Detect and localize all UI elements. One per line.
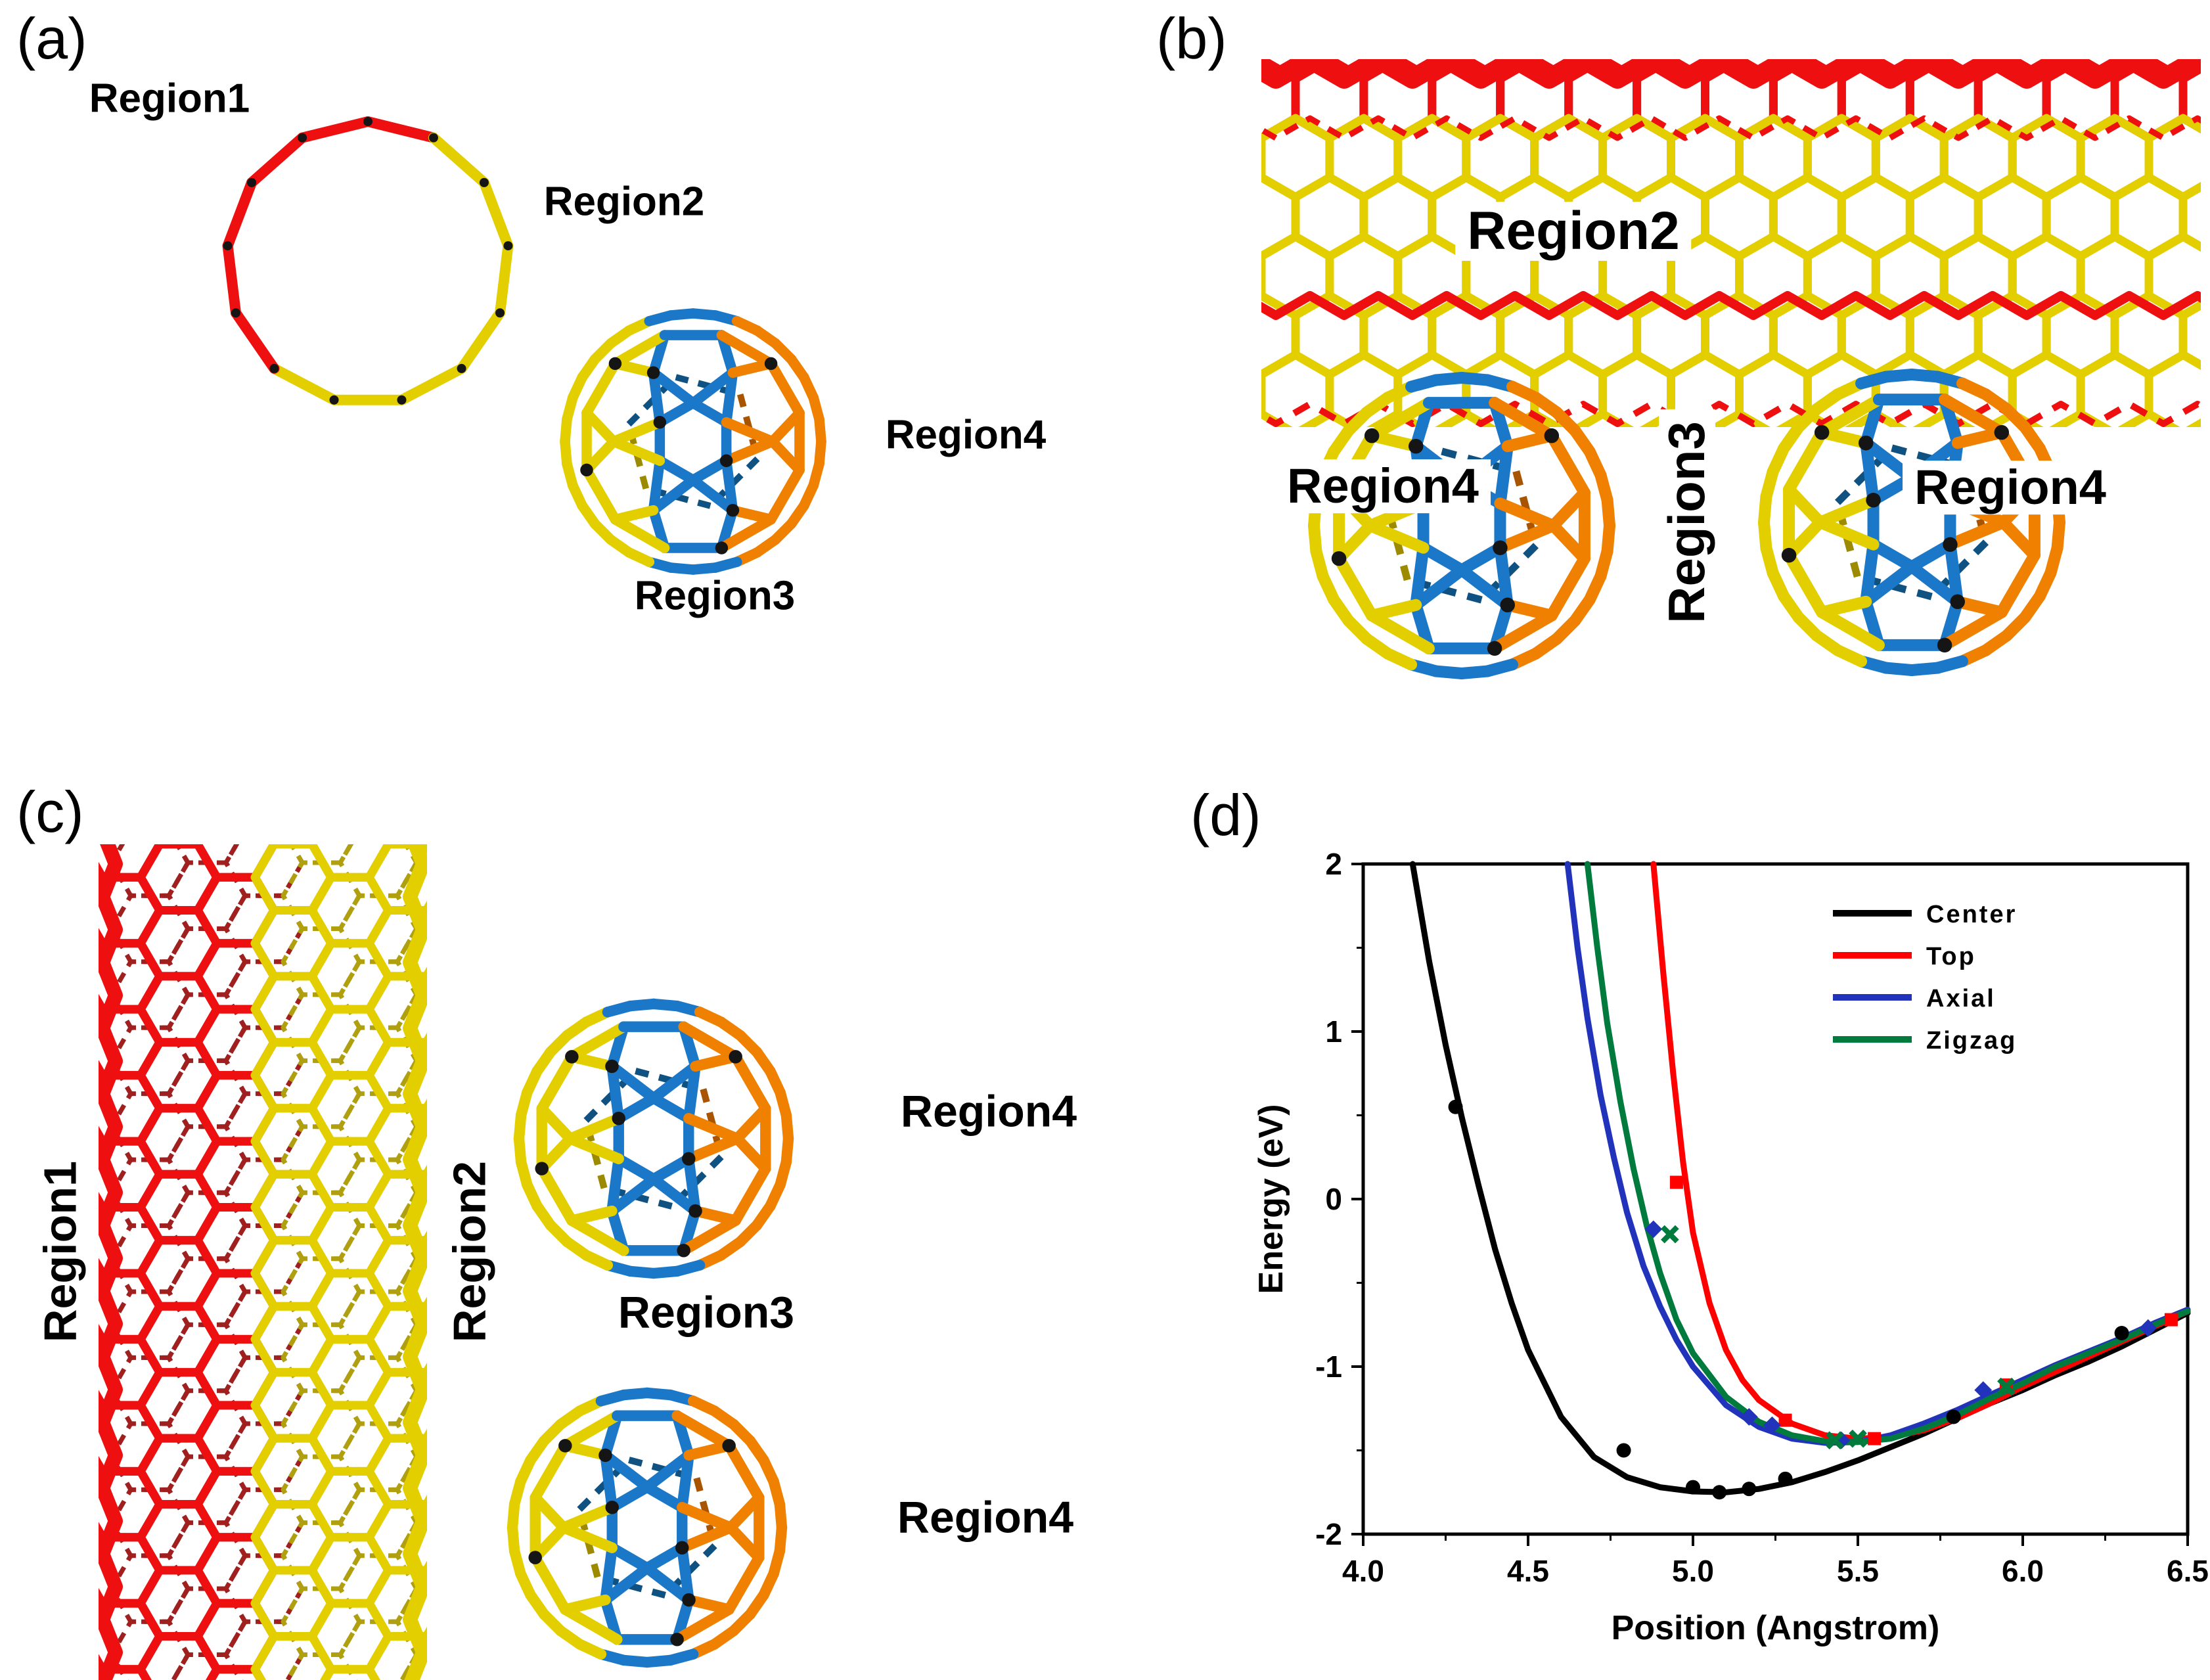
- label-region4-a: Region4: [885, 412, 1047, 458]
- label-region3-a: Region3: [634, 573, 796, 619]
- panel-a-figure: [222, 116, 826, 575]
- panel-b-letter: (b): [1156, 6, 1227, 71]
- svg-text:-2: -2: [1315, 1517, 1342, 1551]
- label-region4-b-left: Region4: [1275, 459, 1491, 513]
- nanotube-lattice: [1261, 59, 2201, 427]
- svg-text:1: 1: [1325, 1014, 1342, 1049]
- svg-text:0: 0: [1325, 1182, 1342, 1216]
- fullerene-diagram: [560, 308, 826, 575]
- nanotube-cross-section-ring: [222, 116, 514, 405]
- fullerene-right: [1758, 369, 2065, 676]
- panel-c-letter: (c): [16, 779, 84, 844]
- panel-d-letter: (d): [1190, 783, 1261, 848]
- label-region3-c: Region3: [606, 1288, 807, 1338]
- svg-text:-1: -1: [1315, 1350, 1342, 1384]
- svg-text:Energy (eV): Energy (eV): [1252, 1104, 1290, 1294]
- svg-text:5.0: 5.0: [1672, 1554, 1714, 1588]
- label-region3-b: Region3: [1658, 409, 1715, 635]
- svg-text:6.0: 6.0: [2002, 1554, 2044, 1588]
- svg-text:Top: Top: [1926, 943, 1976, 970]
- svg-text:Zigzag: Zigzag: [1926, 1027, 2017, 1055]
- fullerene-left: [1308, 372, 1615, 679]
- svg-text:Position (Angstrom): Position (Angstrom): [1612, 1609, 1940, 1647]
- panel-a-letter: (a): [16, 6, 87, 71]
- nanotube-sidewall: [99, 844, 427, 1680]
- fullerene-bottom: [507, 1387, 788, 1668]
- svg-text:6.5: 6.5: [2167, 1554, 2209, 1588]
- fullerene-top: [513, 998, 794, 1279]
- svg-text:4.0: 4.0: [1342, 1554, 1384, 1588]
- label-region1-a: Region1: [89, 76, 250, 122]
- panel-c-figure: [99, 844, 794, 1680]
- label-region4-c-top: Region4: [900, 1086, 1077, 1137]
- svg-text:Center: Center: [1926, 901, 2017, 928]
- label-region4-c-bottom: Region4: [897, 1492, 1074, 1543]
- svg-text:4.5: 4.5: [1507, 1554, 1549, 1588]
- label-region2-c: Region2: [443, 1148, 495, 1355]
- label-region4-b-right: Region4: [1903, 461, 2118, 514]
- label-region2-b: Region2: [1455, 201, 1692, 261]
- svg-text:5.5: 5.5: [1837, 1554, 1879, 1588]
- svg-text:Axial: Axial: [1926, 985, 1996, 1012]
- panel-b-figure: [1261, 59, 2201, 679]
- label-region2-a: Region2: [543, 179, 705, 225]
- label-region1-c: Region1: [34, 1160, 86, 1343]
- svg-text:2: 2: [1325, 847, 1342, 881]
